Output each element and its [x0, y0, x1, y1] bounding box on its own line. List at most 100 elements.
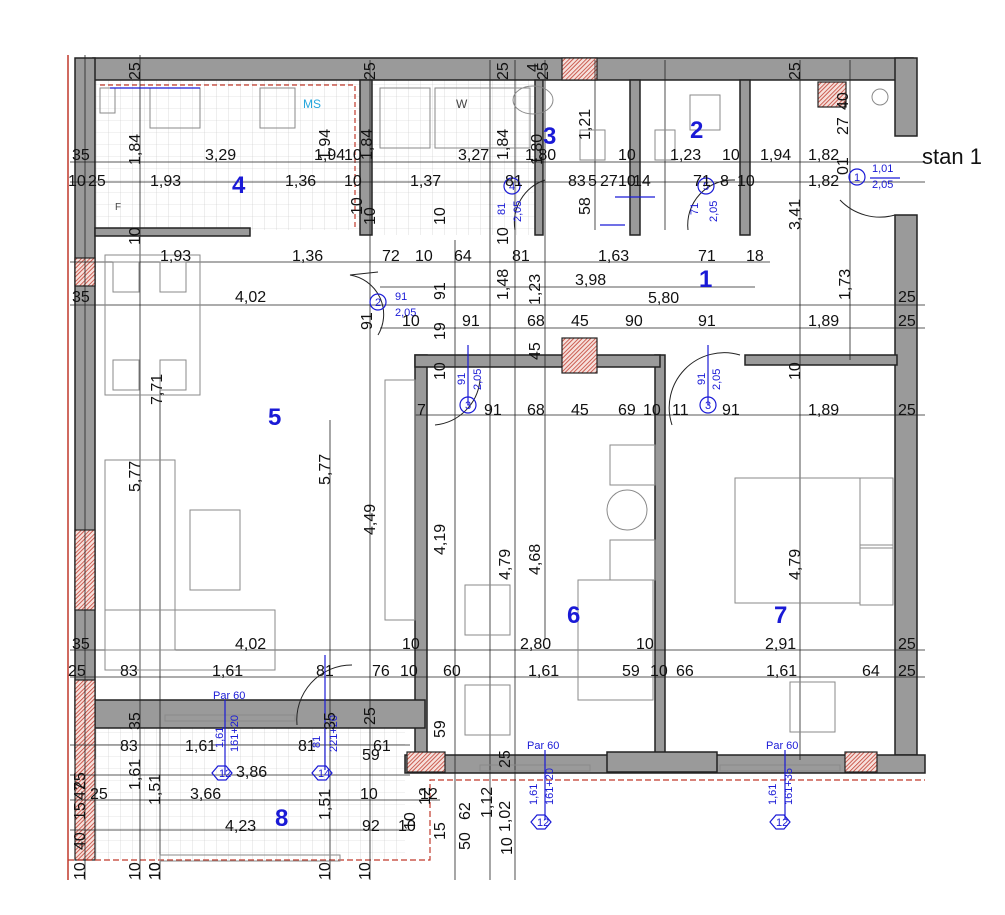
- dim-v-37: 35: [322, 712, 339, 730]
- dim-v-63: 10: [499, 837, 516, 855]
- dim-v-51: 10: [357, 862, 374, 880]
- dim-h-41: 10: [402, 313, 420, 330]
- svg-text:2,05: 2,05: [395, 307, 416, 319]
- svg-text:161+35: 161+35: [783, 768, 795, 805]
- dim-v-30: 4,79: [497, 549, 514, 580]
- dim-h-81: 1,61: [185, 738, 216, 755]
- dim-v-6: 1,84: [127, 134, 144, 165]
- svg-text:2,05: 2,05: [512, 201, 524, 222]
- svg-text:81: 81: [311, 736, 323, 748]
- room-label-7: 7: [774, 602, 787, 629]
- door-swings: [296, 179, 896, 726]
- dim-v-11: 1,80: [529, 134, 546, 165]
- dim-v-20: 1,48: [495, 269, 512, 300]
- dim-h-50: 91: [484, 402, 502, 419]
- dim-v-17: 1,73: [837, 269, 854, 300]
- room-label-2: 2: [690, 117, 703, 144]
- dim-h-27: 1,93: [160, 248, 191, 265]
- dim-h-1: 3,29: [205, 147, 236, 164]
- dim-h-73: 1,61: [528, 663, 559, 680]
- svg-text:221+20: 221+20: [328, 715, 340, 752]
- dim-v-18: 10: [127, 227, 144, 245]
- svg-text:1,01: 1,01: [872, 163, 893, 175]
- dim-v-12: 10: [362, 207, 379, 225]
- dim-v-60: 10: [349, 197, 366, 215]
- dim-h-15: 10: [344, 173, 362, 190]
- dim-h-85: 59: [362, 747, 380, 764]
- svg-text:91: 91: [395, 291, 407, 303]
- dim-v-53: 15: [72, 802, 89, 820]
- dim-h-61: 10: [402, 636, 420, 653]
- dim-v-15: 58: [577, 197, 594, 215]
- room-label-8: 8: [275, 805, 288, 832]
- room-label-1: 1: [699, 266, 712, 293]
- balcony-tiles: [95, 728, 405, 860]
- svg-text:161+20: 161+20: [229, 715, 241, 752]
- dim-h-57: 1,89: [808, 402, 839, 419]
- dim-v-14: 10: [495, 227, 512, 245]
- dim-h-14: 1,36: [285, 173, 316, 190]
- dim-h-69: 81: [316, 663, 334, 680]
- dim-v-41: 1,12: [479, 787, 496, 818]
- dim-h-39: 4,02: [235, 289, 266, 306]
- room-labels: 1 2 3 4 5 6 7 8: [232, 117, 787, 832]
- dim-h-10: 1,82: [808, 147, 839, 164]
- dim-h-30: 10: [415, 248, 433, 265]
- dim-h-91: 92: [362, 818, 380, 835]
- dim-h-53: 69: [618, 402, 636, 419]
- dim-v-48: 10: [127, 862, 144, 880]
- dim-h-71: 10: [400, 663, 418, 680]
- dim-h-79: 25: [898, 663, 916, 680]
- dim-v-44: 1,61: [127, 759, 144, 790]
- dim-v-29: 4,19: [432, 524, 449, 555]
- dim-h-62: 2,80: [520, 636, 551, 653]
- dim-v-2: 25: [495, 62, 512, 80]
- dim-v-47: 10: [72, 862, 89, 880]
- dim-h-20: 27: [600, 173, 618, 190]
- dim-h-11: 10: [68, 173, 86, 190]
- dim-h-70: 76: [372, 663, 390, 680]
- dim-h-22: 14: [633, 173, 651, 190]
- svg-text:12: 12: [219, 768, 231, 780]
- svg-text:2,05: 2,05: [711, 369, 723, 390]
- dim-h-51: 68: [527, 402, 545, 419]
- dim-h-92: 10: [398, 818, 416, 835]
- dim-h-2: 1,94: [314, 147, 345, 164]
- dim-v-35: 25: [362, 707, 379, 725]
- dim-h-58: 25: [898, 402, 916, 419]
- dim-v-32: 4,79: [787, 549, 804, 580]
- dim-h-87: 3,66: [190, 786, 221, 803]
- dim-h-12: 25: [88, 173, 106, 190]
- dim-v-1: 25: [362, 62, 379, 80]
- dim-v-40: 62: [457, 802, 474, 820]
- dim-v-61: 12: [417, 787, 434, 805]
- dim-v-27: 5,77: [317, 454, 334, 485]
- fixture-ms: MS: [303, 97, 321, 111]
- dim-v-57: 27: [835, 117, 852, 135]
- dim-v-25: 7,71: [149, 374, 166, 405]
- plan-title: stan 1: [922, 144, 982, 169]
- dim-v-8: 1,84: [359, 129, 376, 160]
- dim-h-21: 10: [618, 173, 636, 190]
- svg-text:71: 71: [689, 203, 701, 215]
- dim-h-84: 3,86: [236, 764, 267, 781]
- dim-v-23: 10: [432, 362, 449, 380]
- window-info: Par 60 12 1,61 161+20 14 81 221+20 Par 6…: [213, 690, 798, 829]
- svg-text:2,05: 2,05: [472, 369, 484, 390]
- dim-h-16: 1,37: [410, 173, 441, 190]
- dim-v-58: 40: [835, 92, 852, 110]
- dim-v-46: 1,51: [317, 789, 334, 820]
- dim-h-67: 83: [120, 663, 138, 680]
- svg-text:91: 91: [696, 373, 708, 385]
- dim-h-82: 81: [298, 738, 316, 755]
- dim-h-6: 10: [618, 147, 636, 164]
- dim-h-13: 1,93: [150, 173, 181, 190]
- marker-lines: [110, 87, 900, 820]
- dim-h-23: 71: [693, 173, 711, 190]
- dim-h-0: 35: [72, 147, 90, 164]
- dim-h-7: 1,23: [670, 147, 701, 164]
- door-markers: [211, 168, 866, 830]
- svg-text:3: 3: [465, 400, 471, 412]
- dim-v-56: 10: [147, 862, 164, 880]
